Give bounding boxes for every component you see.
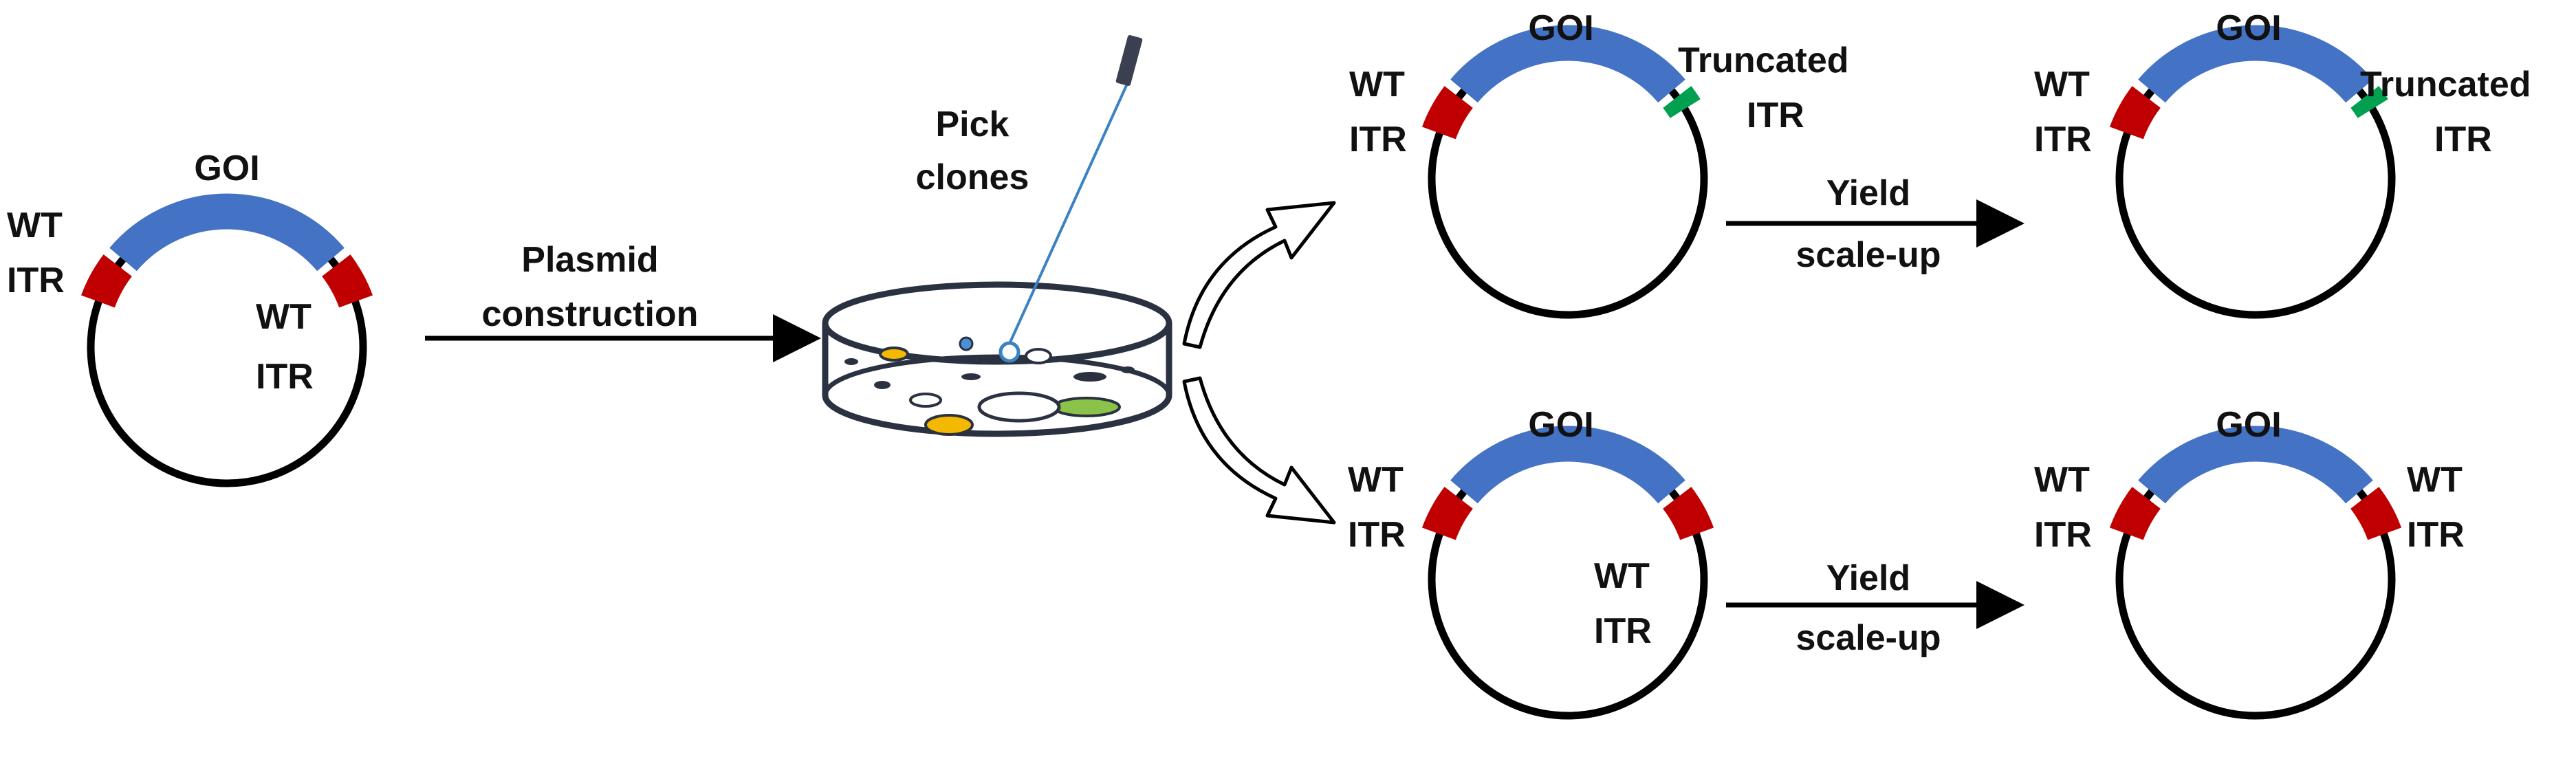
goi-label: GOI xyxy=(1528,8,1593,48)
pipette-tip xyxy=(1008,82,1129,344)
wt-itr-segment-left xyxy=(2109,487,2161,540)
right-itr-label-line2: ITR xyxy=(1747,96,1804,135)
bottom-scaleup-step: Yield scale-up xyxy=(1726,558,2024,658)
left-itr-label-line2: ITR xyxy=(2034,120,2092,160)
wt-itr-segment-left xyxy=(2109,86,2161,140)
left-itr-label-line1: WT xyxy=(7,206,63,245)
right-itr-label-line2: ITR xyxy=(2407,515,2465,555)
dish-base xyxy=(822,354,1172,437)
truncated-itr-segment xyxy=(2350,85,2388,119)
colony xyxy=(874,381,891,389)
left-itr-label-line1: WT xyxy=(1348,460,1404,500)
picked-colony xyxy=(998,341,1020,363)
goi-segment xyxy=(109,193,345,272)
start-plasmid: GOI WT ITR WT ITR xyxy=(7,148,373,487)
pipette-icon xyxy=(1008,35,1143,344)
left-itr-label-line2: ITR xyxy=(1349,120,1407,160)
right-itr-label-line2: ITR xyxy=(256,357,314,397)
colony-blue xyxy=(959,336,974,351)
colony xyxy=(1073,372,1106,382)
petri-dish-icon xyxy=(822,281,1172,437)
right-itr-label-line2: ITR xyxy=(1594,611,1652,651)
goi-segment xyxy=(2138,25,2373,103)
wt-itr-segment-left xyxy=(80,254,133,308)
goi-label: GOI xyxy=(2216,405,2281,445)
colony xyxy=(909,393,942,408)
branch-arrow-up xyxy=(1182,201,1336,349)
top-clone-plasmid: GOI WT ITR Truncated ITR xyxy=(1349,8,1849,319)
curved-hollow-arrow-icon xyxy=(1182,201,1336,349)
branch-arrow-down xyxy=(1182,376,1336,525)
colony xyxy=(1121,366,1135,373)
pick-clones-label-line1: Pick xyxy=(936,104,1009,144)
pipette-handle xyxy=(1115,35,1143,86)
right-itr-label-line1: Truncated xyxy=(2360,65,2531,104)
construction-step: Plasmid construction xyxy=(425,240,821,362)
goi-label: GOI xyxy=(2216,8,2281,48)
wt-itr-segment-left xyxy=(1421,487,1474,540)
colony xyxy=(977,391,1061,423)
top-scaleup-step: Yield scale-up xyxy=(1726,173,2024,275)
right-itr-label-line1: WT xyxy=(2407,460,2463,500)
scaleup-label-line1: Yield xyxy=(1826,173,1910,213)
scaleup-label-line2: scale-up xyxy=(1796,618,1941,658)
colony-yellow xyxy=(924,414,974,436)
top-result-plasmid: GOI WT ITR Truncated ITR xyxy=(2034,8,2531,319)
wt-itr-segment-right xyxy=(321,254,373,308)
goi-label: GOI xyxy=(1528,405,1593,445)
right-itr-label-line2: ITR xyxy=(2434,120,2492,160)
colony xyxy=(1025,348,1052,364)
construction-label-line1: Plasmid xyxy=(521,240,658,280)
dish-rim xyxy=(822,281,1172,365)
left-itr-label-line2: ITR xyxy=(1348,515,1406,555)
goi-segment xyxy=(1450,426,1685,504)
wt-itr-segment-right xyxy=(1662,487,1714,540)
scaleup-label-line1: Yield xyxy=(1826,558,1910,598)
truncated-itr-segment xyxy=(1663,85,1701,119)
colony-green xyxy=(1052,397,1121,417)
scaleup-label-line2: scale-up xyxy=(1796,235,1941,275)
goi-label: GOI xyxy=(194,148,259,188)
left-itr-label-line1: WT xyxy=(2034,460,2090,500)
bottom-result-plasmid: GOI WT ITR WT ITR xyxy=(2034,405,2465,720)
left-itr-label-line2: ITR xyxy=(7,261,65,300)
wt-itr-segment-right xyxy=(2350,487,2402,540)
colony xyxy=(961,373,981,380)
colony-yellow xyxy=(879,346,909,362)
goi-segment xyxy=(2138,426,2373,504)
curved-hollow-arrow-icon xyxy=(1182,376,1336,525)
colony xyxy=(844,358,858,365)
left-itr-label-line2: ITR xyxy=(2034,515,2092,555)
left-itr-label-line1: WT xyxy=(2034,65,2090,104)
goi-segment xyxy=(1450,25,1685,103)
left-itr-label-line1: WT xyxy=(1349,65,1405,104)
right-itr-label-line1: WT xyxy=(256,297,312,337)
wt-itr-segment-left xyxy=(1421,86,1474,140)
pick-clones-label-line2: clones xyxy=(916,157,1029,197)
construction-label-line2: construction xyxy=(482,294,699,334)
right-itr-label-line1: Truncated xyxy=(1678,41,1849,80)
right-itr-label-line1: WT xyxy=(1594,556,1650,596)
bottom-clone-plasmid: GOI WT ITR WT ITR xyxy=(1348,405,1714,720)
